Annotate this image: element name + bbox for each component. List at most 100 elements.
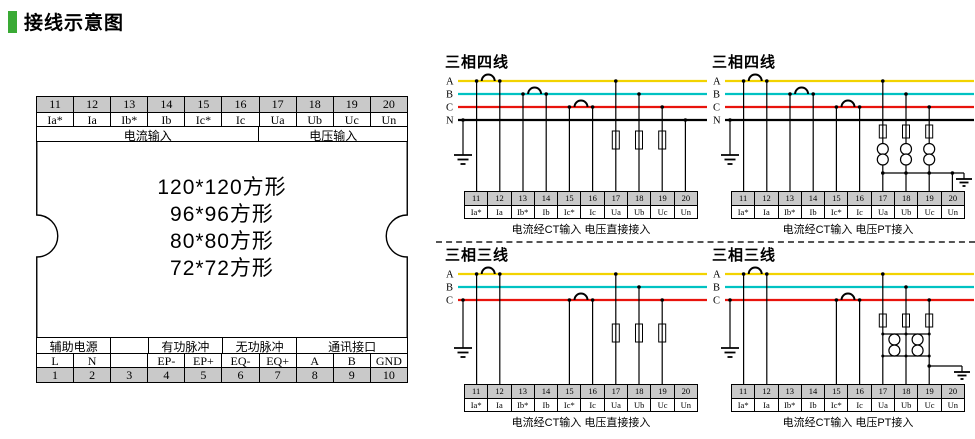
terminal-label-cell: Ic*	[557, 206, 580, 218]
svg-text:B: B	[446, 90, 453, 101]
terminal-number-cell: 1	[52, 368, 59, 382]
case-size-option: 80*80方形	[170, 230, 274, 253]
terminal-label-cell: Ic*	[824, 206, 847, 218]
case-size-option: 72*72方形	[170, 257, 274, 280]
ct-symbols	[743, 73, 861, 191]
top-sections-row: 电流输入 电压输入	[37, 126, 407, 141]
terminal-label-cell: Uc	[917, 399, 940, 411]
terminal-number-cell: 17	[870, 192, 894, 205]
terminal-label-cell: GND	[369, 354, 407, 367]
terminal-label-cell: Uc	[650, 399, 673, 411]
terminal-number-cell: 12	[487, 385, 510, 398]
diagram-3p3w-ct-direct: 三相三线 A B C	[445, 248, 707, 430]
terminal-number-cell: 2	[73, 368, 110, 382]
terminal-label-cell: Ib	[800, 206, 824, 218]
terminal-number-cell: 20	[940, 385, 964, 398]
svg-text:C: C	[446, 296, 453, 307]
terminal-number-cell: 7	[258, 368, 296, 382]
svg-text:A: A	[713, 77, 721, 88]
terminal-label-cell: Uc	[650, 206, 673, 218]
phase-labels: A B C	[713, 270, 721, 307]
phase-labels: A B C	[446, 270, 454, 307]
terminal-label-cell: Ic*	[557, 399, 580, 411]
blank-section	[110, 338, 148, 353]
terminal-number-cell: 10	[369, 368, 407, 382]
terminal-label-cell: Un	[673, 399, 697, 411]
reactive-pulse-section: 无功脉冲	[222, 338, 296, 353]
svg-text:A: A	[446, 270, 454, 281]
terminal-number-cell: 14	[533, 385, 557, 398]
terminal-label-cell: Un	[940, 399, 964, 411]
junction-dots	[461, 79, 688, 122]
terminal-number-cell: 19	[917, 385, 940, 398]
terminal-label-cell: Ib*	[510, 399, 534, 411]
ground-icon	[721, 300, 739, 358]
terminal-label-cell: Ia	[487, 399, 510, 411]
terminal-label-cell: Uc	[332, 113, 370, 126]
pt-symbol	[888, 333, 924, 357]
terminal-label-cell: Ua	[870, 399, 894, 411]
pt-voltage-section	[878, 274, 962, 384]
terminal-label-cell: Ia	[754, 399, 777, 411]
svg-text:C: C	[446, 103, 453, 114]
terminal-number-cell: 14	[147, 97, 184, 112]
terminal-label-cell: Un	[369, 113, 407, 126]
case-size-option: 120*120方形	[157, 176, 287, 199]
diagram-3p4w-ct-direct: 三相四线 A B C N	[445, 55, 707, 237]
terminal-number-cell: 17	[603, 192, 627, 205]
svg-text:A: A	[713, 270, 721, 281]
terminal-number-cell: 9	[332, 368, 370, 382]
svg-text:N: N	[713, 116, 721, 127]
terminal-number-cell: 5	[184, 368, 221, 382]
pt-ground-icon	[954, 366, 970, 380]
wiring-svg: A B C	[713, 266, 974, 384]
terminal-number-cell: 8	[295, 368, 333, 382]
terminal-label-cell: Ia	[73, 113, 110, 126]
terminal-label-cell: Ub	[627, 206, 650, 218]
terminal-label-cell: Un	[673, 206, 697, 218]
terminal-number-cell: 17	[870, 385, 894, 398]
comm-port-section: 通讯接口	[296, 338, 407, 353]
terminal-number-cell: 6	[221, 368, 258, 382]
phase-wires	[458, 272, 707, 302]
terminal-number-cell: 13	[777, 385, 801, 398]
terminal-label-cell: Ic	[847, 399, 870, 411]
terminal-label-cell: Ia	[487, 206, 510, 218]
terminal-label-cell	[110, 354, 147, 367]
junction-dots	[461, 272, 664, 302]
diagram-title: 三相四线	[712, 54, 777, 71]
terminal-label-cell: Ub	[627, 399, 650, 411]
terminal-number-cell: 14	[800, 385, 824, 398]
ground-icon	[454, 120, 472, 165]
diagram-3p4w-ct-pt: 三相四线 A B C N	[712, 55, 974, 237]
terminal-label-cell: Ib	[800, 399, 824, 411]
page-title: 接线示意图	[24, 13, 125, 34]
terminal-label-cell: EP-	[147, 354, 184, 367]
terminal-number-cell: 18	[627, 192, 650, 205]
terminal-number-cell: 15	[824, 385, 847, 398]
diagram-3p3w-ct-pt: 三相三线 A B C	[712, 248, 974, 430]
terminal-label-cell: EP+	[184, 354, 221, 367]
voltage-taps	[611, 274, 667, 384]
ground-icon	[721, 120, 739, 165]
terminal-number-cell: 12	[754, 385, 777, 398]
wiring-svg: A B C N	[446, 73, 707, 191]
terminal-label-cell: A	[295, 354, 333, 367]
terminal-label-cell: Ua	[603, 399, 627, 411]
svg-text:N: N	[446, 116, 454, 127]
terminal-label-cell: Ic	[847, 206, 870, 218]
terminal-number-cell: 17	[603, 385, 627, 398]
terminal-label-cell: Ia*	[737, 207, 749, 217]
voltage-taps	[611, 81, 686, 191]
terminal-label-cell: Ib*	[777, 206, 801, 218]
terminal-label-cell: EQ+	[258, 354, 296, 367]
pt-voltage-section	[876, 81, 964, 191]
ct-symbols	[476, 73, 594, 191]
terminal-number-cell: 19	[650, 385, 673, 398]
